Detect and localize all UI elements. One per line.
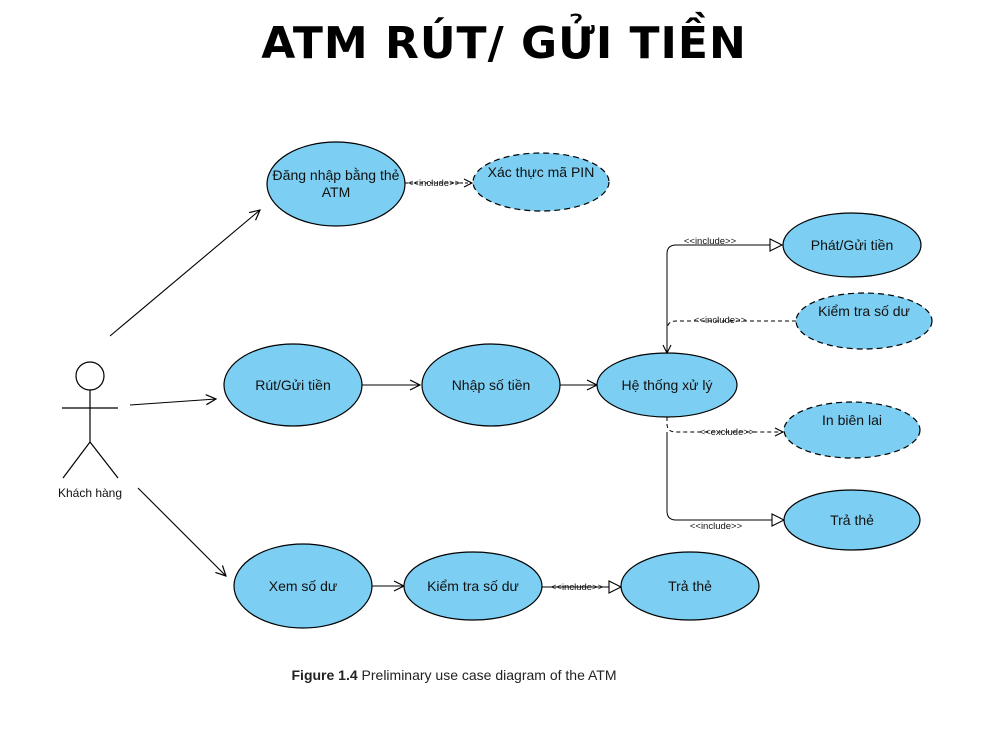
figure-caption: Figure 1.4 Preliminary use case diagram … [0,667,908,683]
usecase-login[interactable]: Đăng nhập bằng thẻ ATM [266,141,406,227]
usecase-view-balance[interactable]: Xem số dư [233,543,373,629]
usecase-return-card-1-label: Trả thẻ [830,512,874,528]
include-check-balance-ext [667,320,796,353]
usecase-verify-pin-label: Xác thực mã PIN [488,164,595,180]
usecase-verify-pin[interactable]: Xác thực mã PIN [472,152,610,212]
include-system-dispense [666,245,782,353]
include-label-check-return: <<include>> [551,582,604,593]
actor-head [75,361,105,391]
usecase-check-balance-ext[interactable]: Kiểm tra số dư [795,292,933,350]
usecase-print-receipt-label: In biên lai [822,412,882,428]
include-label-dispense: <<include>> [684,236,737,247]
usecase-check-balance[interactable]: Kiểm tra số dư [403,551,543,621]
usecase-return-card-2[interactable]: Trả thẻ [620,551,760,621]
usecase-print-receipt[interactable]: In biên lai [783,401,921,459]
include-label-check-ext: <<include>> [694,315,747,326]
usecase-enter-amount[interactable]: Nhập số tiền [421,343,561,427]
figure-caption-text: Preliminary use case diagram of the ATM [357,667,617,683]
assoc-actor-view-balance [137,487,226,576]
exclude-print-receipt [666,417,783,432]
usecase-withdraw-deposit-label: Rút/Gửi tiền [255,377,331,393]
usecase-view-balance-label: Xem số dư [269,578,338,594]
actor-khach-hang: Khách hàng [58,361,122,500]
include-system-return-card [666,432,784,520]
figure-caption-label: Figure 1.4 [291,667,358,683]
assoc-actor-withdraw [129,399,216,406]
usecase-enter-amount-label: Nhập số tiền [452,377,531,393]
usecase-login-label-1: Đăng nhập bằng thẻ [273,167,400,183]
usecase-login-label-2: ATM [322,184,351,200]
diagram-title: ATM RÚT/ GỬI TIỀN [261,18,747,69]
usecase-check-balance-ext-label: Kiểm tra số dư [818,303,910,319]
assoc-actor-login [109,210,260,337]
actor-label: Khách hàng [58,486,122,500]
usecase-check-balance-label: Kiểm tra số dư [427,578,519,594]
include-label-login-pin: <<include>> [408,178,461,189]
usecase-system-process[interactable]: Hệ thống xử lý [596,352,738,418]
usecase-withdraw-deposit[interactable]: Rút/Gửi tiền [223,343,363,427]
usecase-system-process-label: Hệ thống xử lý [621,377,712,393]
exclude-label-print: <<exclude>> [700,427,755,438]
usecase-return-card-1[interactable]: Trả thẻ [783,489,921,551]
usecase-dispense-label: Phát/Gửi tiền [811,237,894,253]
usecase-return-card-2-label: Trả thẻ [668,578,712,594]
usecase-dispense[interactable]: Phát/Gửi tiền [782,212,922,278]
include-label-return-card: <<include>> [690,521,743,532]
